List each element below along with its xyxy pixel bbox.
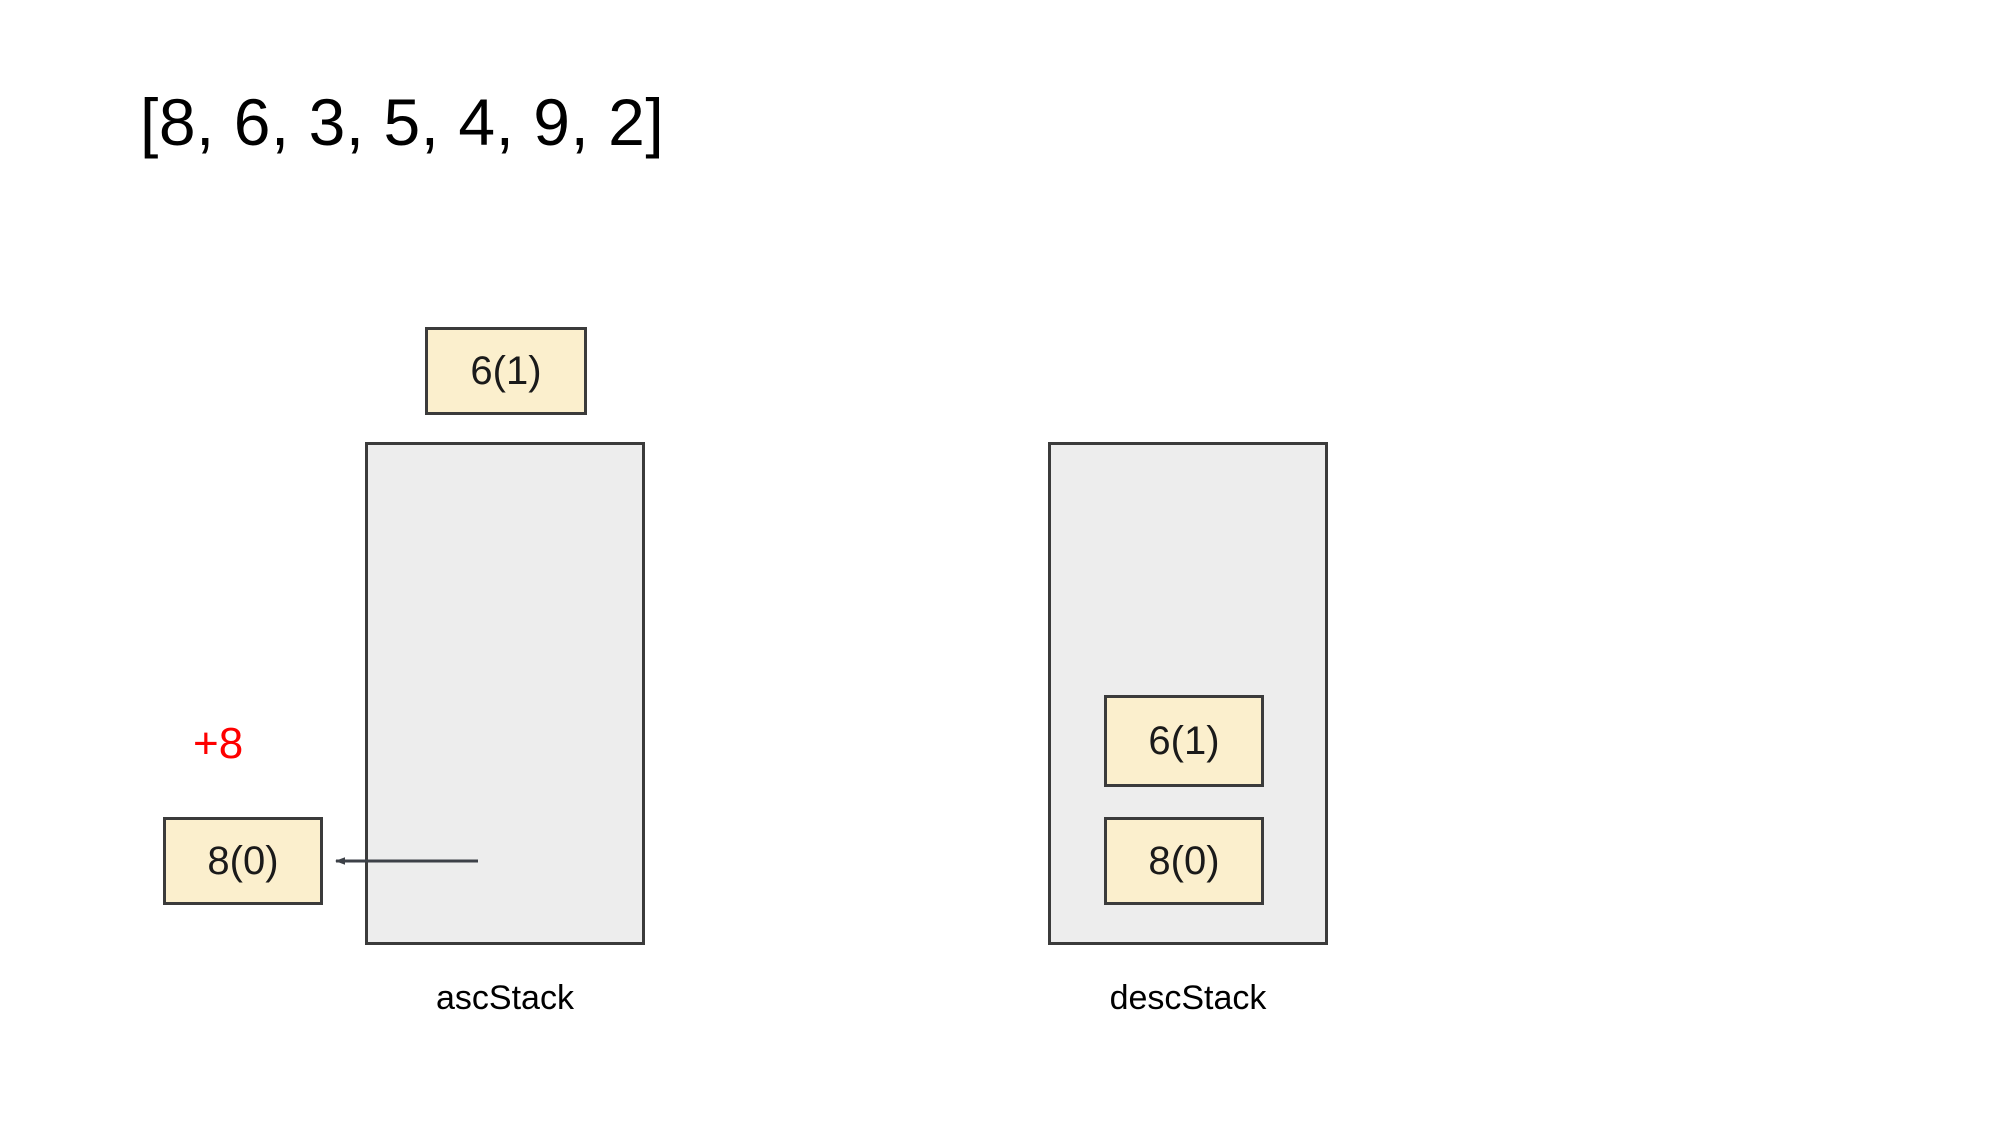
desc-stack-item: 6(1) <box>1104 695 1264 787</box>
desc-stack-item: 8(0) <box>1104 817 1264 905</box>
floating-node-label: 6(1) <box>470 349 542 393</box>
popped-node-box: 8(0) <box>163 817 323 905</box>
asc-stack-label: ascStack <box>436 979 574 1017</box>
desc-stack-item-label: 6(1) <box>1148 719 1220 763</box>
asc-stack-container <box>365 442 645 945</box>
desc-stack-label: descStack <box>1109 979 1267 1017</box>
floating-node-box: 6(1) <box>425 327 587 415</box>
popped-node-label: 8(0) <box>207 839 279 883</box>
desc-stack-item-label: 8(0) <box>1148 839 1220 883</box>
push-annotation: +8 <box>193 719 244 768</box>
page-title: [8, 6, 3, 5, 4, 9, 2] <box>140 85 665 159</box>
